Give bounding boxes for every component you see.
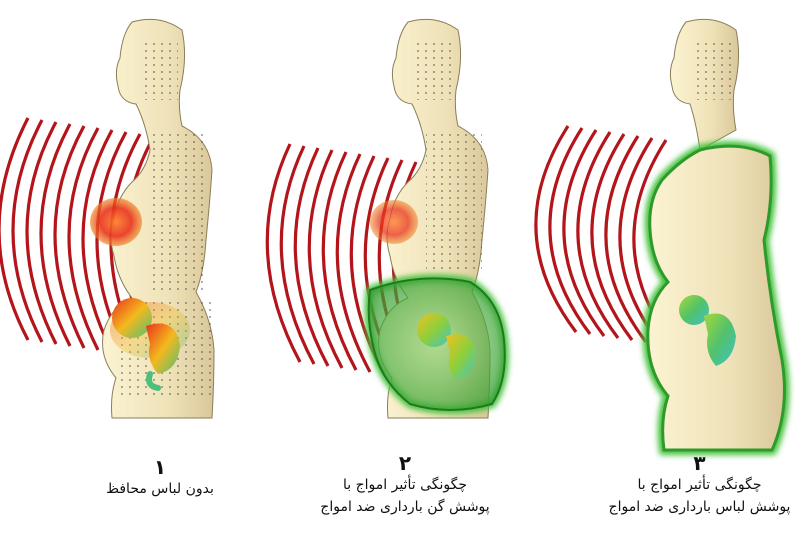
- exposure-hotspot-2: [370, 200, 418, 244]
- caption-3-number: ٣: [590, 452, 809, 474]
- caption-1: ١ بدون لباس محافظ: [60, 456, 260, 500]
- field-dots-3: [694, 40, 732, 100]
- caption-1-number: ١: [60, 456, 260, 478]
- caption-3-line-2: پوشش لباس بارداری ضد امواج: [590, 496, 809, 518]
- figure-2-belly-band: [267, 19, 505, 418]
- figure-1-no-protection: [0, 19, 214, 418]
- caption-2-line-2: پوشش گن بارداری ضد امواج: [300, 496, 510, 518]
- caption-3-line-1: چگونگی تأثیر امواج با: [590, 474, 809, 496]
- figure-3-maternity-dress: [536, 19, 785, 450]
- caption-3: ٣ چگونگی تأثیر امواج با پوشش لباس باردار…: [590, 452, 809, 518]
- caption-2: ٢ چگونگی تأثیر امواج با پوشش گن بارداری …: [300, 452, 510, 518]
- caption-2-number: ٢: [300, 452, 510, 474]
- exposure-hotspot-1: [90, 198, 142, 246]
- anti-radiation-maternity-dress: [648, 146, 785, 450]
- caption-2-line-1: چگونگی تأثیر امواج با: [300, 474, 510, 496]
- caption-1-line-1: بدون لباس محافظ: [60, 478, 260, 500]
